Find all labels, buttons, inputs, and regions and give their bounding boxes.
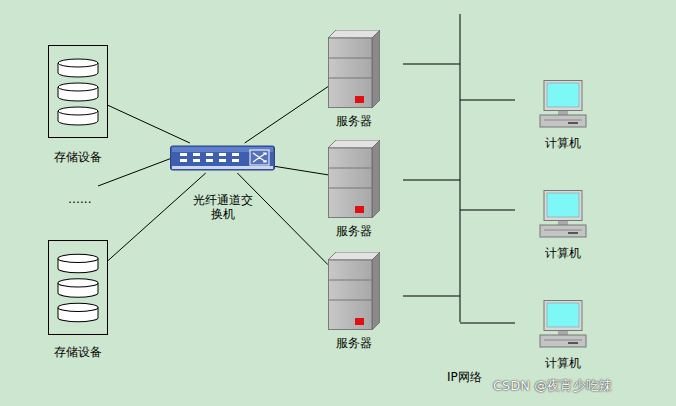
node-label: 服务器 (328, 336, 380, 350)
storage-device: 存储设备 (48, 240, 108, 359)
server: 服务器 (328, 252, 380, 350)
fc-switch: 光纤通道交换机 (170, 143, 275, 221)
server: 服务器 (328, 30, 380, 128)
node-label: 服务器 (328, 224, 380, 238)
more-storage-line (98, 158, 172, 186)
connector (108, 105, 190, 143)
network-label: IP网络 (447, 370, 482, 384)
storage-device-icon (48, 45, 108, 138)
bus-computer-line (460, 100, 515, 101)
server-icon (328, 30, 380, 108)
node-label: 计算机 (538, 246, 588, 260)
node-label: 光纤通道交换机 (192, 193, 254, 221)
node-label: 计算机 (538, 356, 588, 370)
server-bus-line (403, 296, 460, 297)
bus-computer-line (460, 323, 515, 324)
server-icon (328, 140, 380, 218)
server: 服务器 (328, 140, 380, 238)
server-icon (328, 252, 380, 330)
bus-computer-line (460, 210, 515, 211)
node-label: 存储设备 (48, 150, 108, 164)
server-bus-line (403, 64, 460, 65)
watermark: CSDN @夜宵少吃辣 (493, 377, 612, 395)
computer: 计算机 (538, 300, 588, 370)
computer-icon (538, 80, 588, 130)
connector (108, 173, 206, 261)
server-bus-line (403, 180, 460, 181)
connector (245, 87, 328, 143)
storage-device-icon (48, 240, 108, 335)
node-label: 计算机 (538, 136, 588, 150)
computer: 计算机 (538, 190, 588, 260)
computer: 计算机 (538, 80, 588, 150)
computer-icon (538, 190, 588, 240)
computer-icon (538, 300, 588, 350)
connector (237, 173, 328, 265)
fc-switch-icon (170, 143, 275, 173)
storage-device: 存储设备 (48, 45, 108, 164)
node-label: 服务器 (328, 114, 380, 128)
ellipsis-label: …... (68, 192, 91, 206)
ip-bus-line (460, 14, 461, 322)
node-label: 存储设备 (48, 345, 108, 359)
connector (275, 166, 328, 174)
